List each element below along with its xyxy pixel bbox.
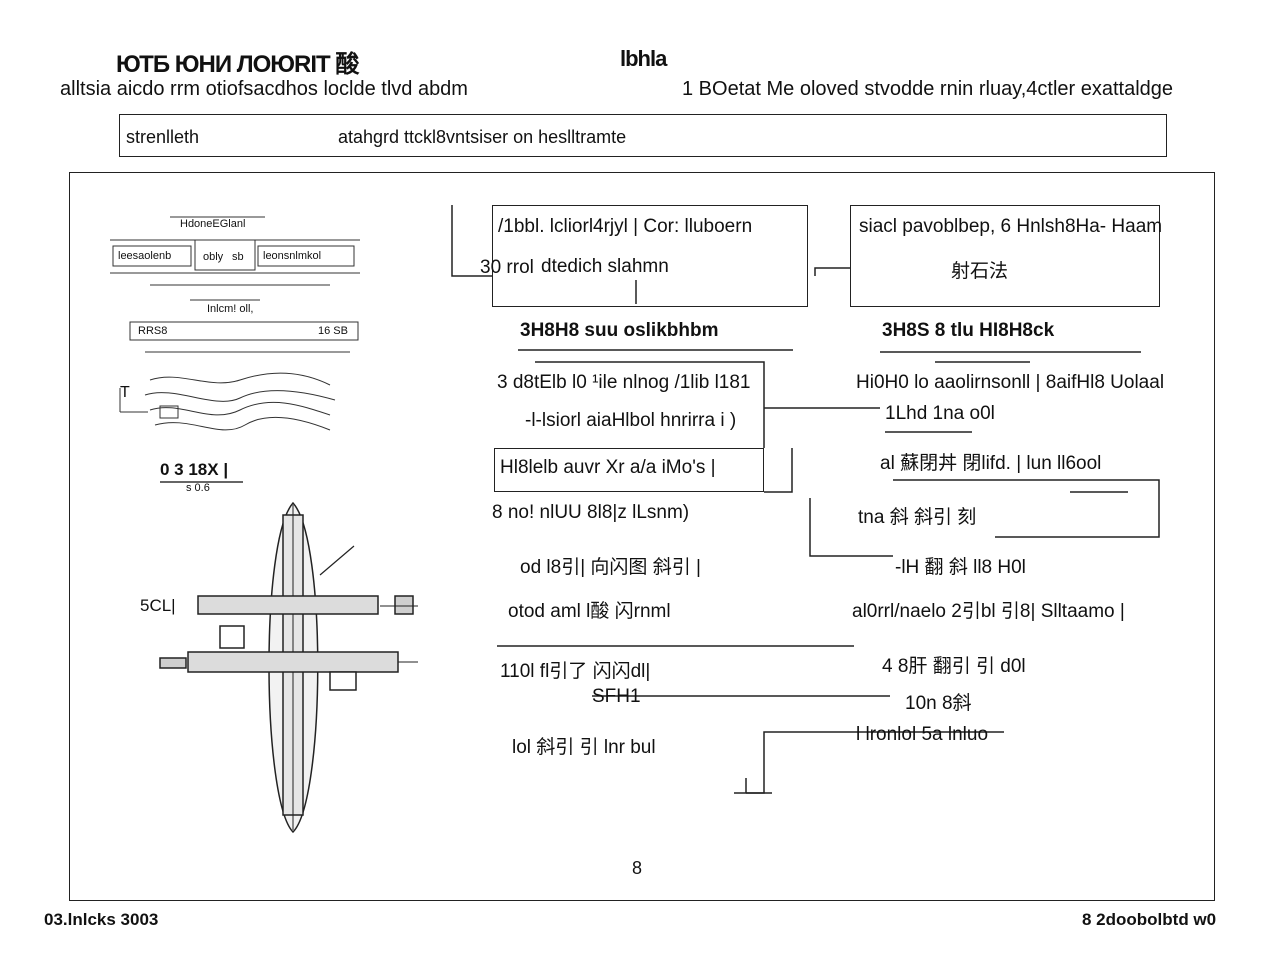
page-number: 8 [632,858,643,878]
right-row-4: tna 斜 斜引 刻 [858,507,977,528]
top-box-left: /1bbl. lcliorl4rjyl | Cor: lluboern dted… [492,205,808,307]
top-box-left-line1: /1bbl. lcliorl4rjyl | Cor: lluboern [498,216,753,237]
header-center-label: lbhla [620,46,667,71]
scale-sub: s 0.6 [186,482,210,494]
search-bar-text: atahgrd ttckl8vntsiser on heslltramte [338,127,627,147]
sketch-cell-a: obly [203,251,224,263]
left-row-6: otod aml l酸 闪rnml [508,601,671,622]
left-row-2: -l-lsiorl aiaHlbol hnrirra i ) [525,410,737,431]
top-box-right-line2: 射石法 [951,261,1009,282]
side-label: 5CL| [140,596,176,615]
diagram-frame [69,172,1215,901]
right-row-2: 1Lhd 1na o0l [885,403,995,424]
highlight-box [494,448,764,492]
right-row-3: al 蘇閉丼 閉lifd. | lun ll6ool [880,453,1102,474]
left-row-5: od l8引| 向闪图 斜引 | [520,557,701,578]
sketch-cell-left: leesaolenb [118,250,172,262]
footer-right: 8 2doobolbtd w0 [1082,910,1217,929]
search-bar[interactable]: strenlleth atahgrd ttckl8vntsiser on hes… [119,114,1167,157]
left-row-1: 3 d8tElb l0 ¹ile nlnog /1lib l181 [497,372,751,393]
heading-right: 3H8S 8 tlu HI8H8ck [882,320,1055,341]
subtitle-left: alltsia aicdo rrm otiofsacdhos loclde tl… [60,78,468,100]
sketch-cell-b: sb [232,251,244,263]
sketch-label-mid: Inlcm! oll, [207,303,254,315]
right-row-5: -lH 翻 斜 ll8 H0l [895,557,1026,578]
right-row-9: l lronlol 5a lnluo [856,724,989,745]
schematic-sketch [110,216,360,483]
sketch-row2-right: 16 SB [318,325,348,337]
right-row-6: al0rrl/naelo 2引bl 引8| Slltaamo | [852,601,1125,622]
left-row-4: 8 no! nlUU 8l8|z lLsnm) [492,502,690,523]
search-bar-label: strenlleth [126,127,200,147]
footer-left: 03.lnlcks 3003 [44,910,159,929]
left-row-9: lol 斜引 引 lnr bul [512,737,656,758]
subtitle-right: 1 BOetat Me oloved stvodde rnin rluay,4c… [682,78,1174,100]
page-title: ЮТБ ЮНИ ЛОЮRIТ 酸 [116,51,359,78]
side-label-2: T [120,384,130,401]
top-box-left-line2: dtedich slahmn [541,256,669,277]
shaft-component [159,501,418,834]
sketch-label-top: HdoneEGlanl [180,218,246,230]
right-row-1: Hi0H0 lo aaolirnsonll | 8aifHl8 Uolaal [856,372,1165,393]
top-box-right: siacl pavoblbep, 6 Hnlsh8Ha- Haam 射石法 [850,205,1163,307]
scale-label: 0 3 18X | [160,460,229,479]
left-row-8: SFH1 [592,686,641,707]
heading-left: 3H8H8 suu oslikbhbm [520,320,719,341]
sketch-cell-right: leonsnlmkol [263,250,322,262]
right-row-8: 10n 8斜 [905,693,972,714]
top-box-right-line1: siacl pavoblbep, 6 Hnlsh8Ha- Haam [859,216,1163,237]
right-row-7: 4 8肝 翻引 引 d0l [882,656,1026,677]
left-row-3: Hl8lelb auvr Xr a/a iMo's | [500,457,716,478]
sketch-row2-left: RRS8 [138,325,168,337]
left-row-7: 110l fl引了 闪闪dl| [500,661,651,682]
top-box-left-side: 30 rrol [480,257,534,278]
